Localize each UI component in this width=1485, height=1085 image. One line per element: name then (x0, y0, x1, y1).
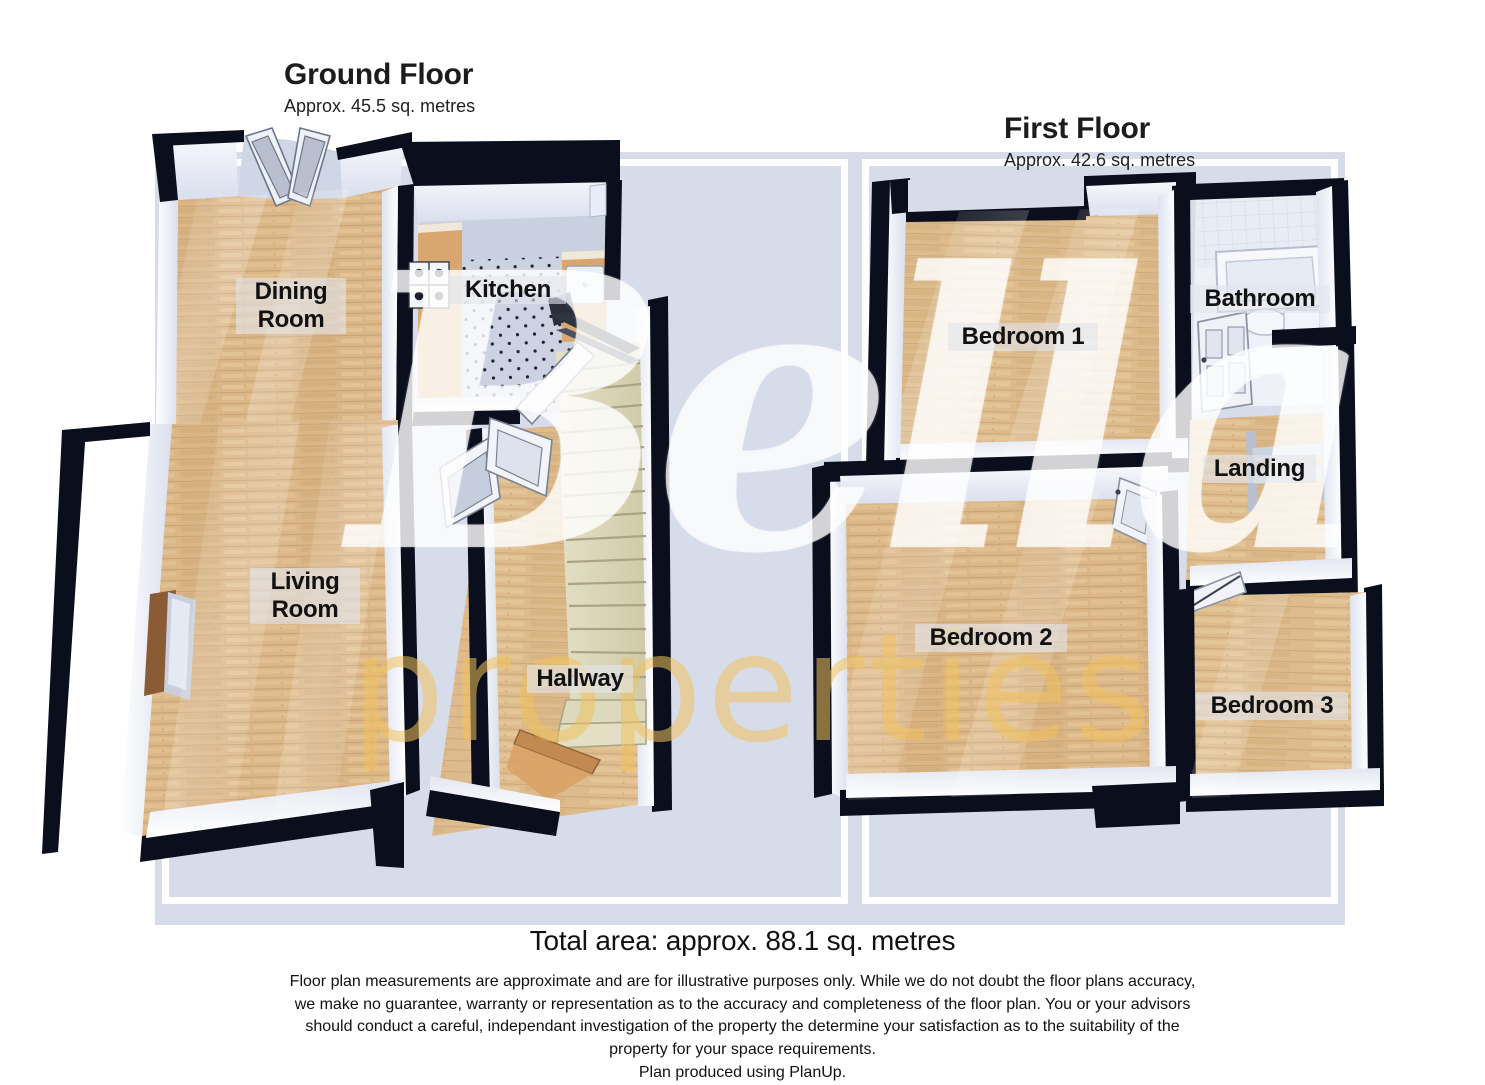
room-hallway (426, 292, 672, 836)
ground-floor-area: Approx. 45.5 sq. metres (284, 95, 476, 116)
front-door (506, 729, 602, 800)
hallway-doors (439, 340, 596, 530)
first-floor-area: Approx. 42.6 sq. metres (1004, 149, 1196, 170)
total-area-text: Total area: approx. 88.1 sq. metres (529, 925, 956, 956)
room-bedroom-2 (812, 452, 1182, 828)
room-label-living-room: Living Room (250, 568, 360, 624)
room-label-kitchen: Kitchen (450, 276, 566, 304)
bathroom-door (1197, 310, 1253, 414)
cooker-hob-icon (408, 261, 450, 309)
room-label-bedroom-3: Bedroom 3 (1196, 692, 1348, 720)
room-label-bathroom: Bathroom (1190, 285, 1330, 313)
room-living (42, 420, 420, 868)
kitchen-counter-left (418, 222, 462, 414)
first-floor-heading: First Floor Approx. 42.6 sq. metres (1004, 112, 1195, 172)
disclaimer-line-2: we make no guarantee, warranty or repres… (294, 995, 1191, 1013)
first-floor-title: First Floor (1004, 112, 1151, 145)
ground-floor-plan (42, 127, 672, 868)
disclaimer-line-3: should conduct a careful, independant in… (305, 1018, 1180, 1036)
room-label-bedroom-1: Bedroom 1 (948, 323, 1098, 351)
disclaimer-line-4: property for your space requirements. (609, 1041, 876, 1059)
ground-floor-title: Ground Floor (284, 58, 474, 91)
disclaimer-line-5: Plan produced using PlanUp. (638, 1063, 847, 1081)
room-label-landing: Landing (1203, 455, 1316, 483)
patio-doors (238, 127, 342, 208)
bedroom-2-door (1111, 476, 1157, 548)
room-label-dining-room: Dining Room (236, 278, 346, 334)
kitchen-units-top (462, 215, 606, 260)
kitchen-sink (565, 265, 605, 305)
room-label-bedroom-2: Bedroom 2 (915, 624, 1067, 652)
ground-floor-heading: Ground Floor Approx. 45.5 sq. metres (284, 58, 475, 118)
first-floor-plan (812, 172, 1384, 828)
disclaimer-line-1: Floor plan measurements are approximate … (289, 973, 1196, 990)
footer: Total area: approx. 88.1 sq. metres Floo… (0, 925, 1485, 1085)
room-label-hallway: Hallway (527, 665, 633, 693)
